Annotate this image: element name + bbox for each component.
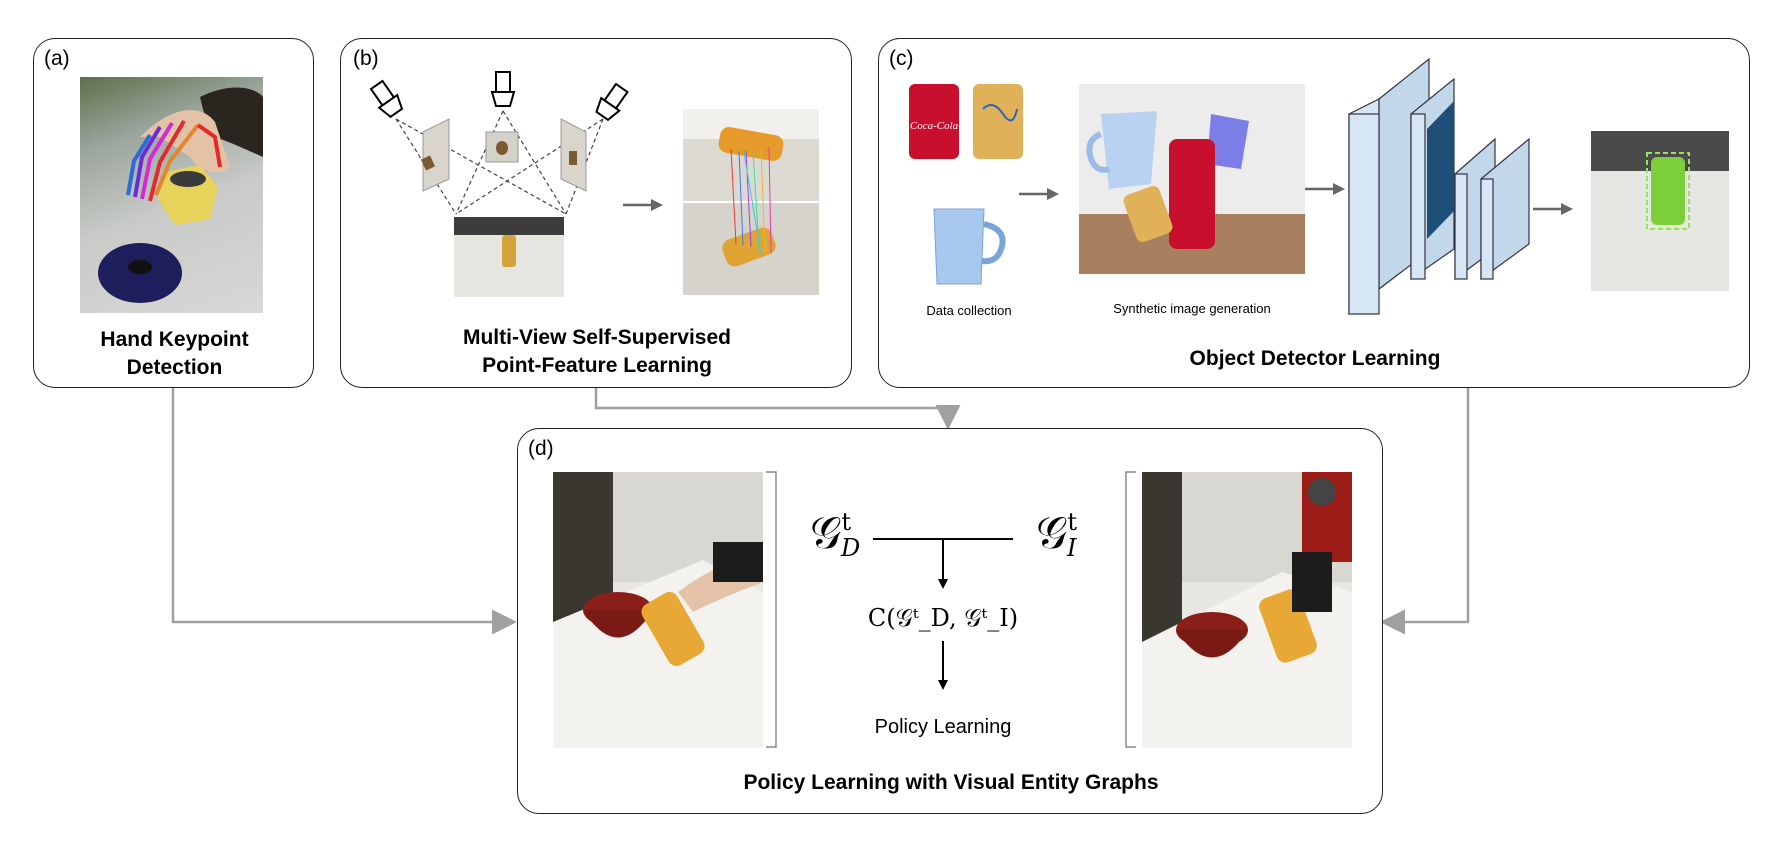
panel-c: (c) Coca-Cola [878, 38, 1750, 388]
camera-right-icon [595, 82, 629, 122]
demonstration-image [553, 472, 763, 748]
policy-learning-label: Policy Learning [874, 716, 1012, 738]
camera-center-icon [490, 71, 516, 107]
blue-mug-image [933, 208, 985, 285]
detector-network-diagram [1348, 57, 1530, 316]
panel-c-title: Object Detector Learning [1189, 347, 1441, 370]
arrow-b-to-d [594, 388, 961, 430]
panel-d-title: Policy Learning with Visual Entity Graph… [743, 771, 1159, 794]
right-bracket [1125, 471, 1136, 748]
hand-keypoint-image [80, 77, 263, 313]
panel-b-tag: (b) [353, 47, 379, 70]
multiview-camera-diagram [369, 71, 819, 297]
left-bracket [766, 471, 777, 748]
graph-imitation-label: 𝒢tI [1036, 508, 1077, 562]
graph-demonstration-label: 𝒢tD [810, 508, 861, 562]
panel-c-tag: (c) [889, 47, 914, 70]
panel-d: (d) [517, 428, 1383, 814]
label-synthetic-generation: Synthetic image generation [1113, 301, 1271, 316]
lacroix-can-image [973, 84, 1023, 159]
graph-cost-label: C(𝒢ᵗ_D, 𝒢ᵗ_I) [867, 604, 1019, 632]
arrow-c-to-d [1380, 388, 1470, 635]
panel-a-tag: (a) [44, 47, 70, 70]
camera-left-icon [369, 79, 404, 119]
object-detector-pipeline: Coca-Cola [909, 57, 1729, 316]
panel-b-title: Multi-View Self-Supervised Point-Feature… [462, 326, 731, 377]
svg-text:Coca-Cola: Coca-Cola [910, 120, 959, 132]
panel-b: (b) [340, 38, 852, 388]
panel-d-tag: (d) [528, 437, 554, 460]
label-data-collection: Data collection [926, 303, 1012, 318]
view-plane-left [422, 118, 450, 192]
imitation-image [1142, 472, 1352, 748]
arrow-a-to-d [171, 388, 517, 635]
graph-cost-diagram [766, 471, 1136, 748]
panel-a: (a) Hand Keypoint Detection [33, 38, 314, 388]
coke-can-image [909, 84, 959, 159]
detection-bounding-box [1646, 152, 1690, 230]
panel-a-title: Hand Keypoint Detection [100, 328, 249, 379]
